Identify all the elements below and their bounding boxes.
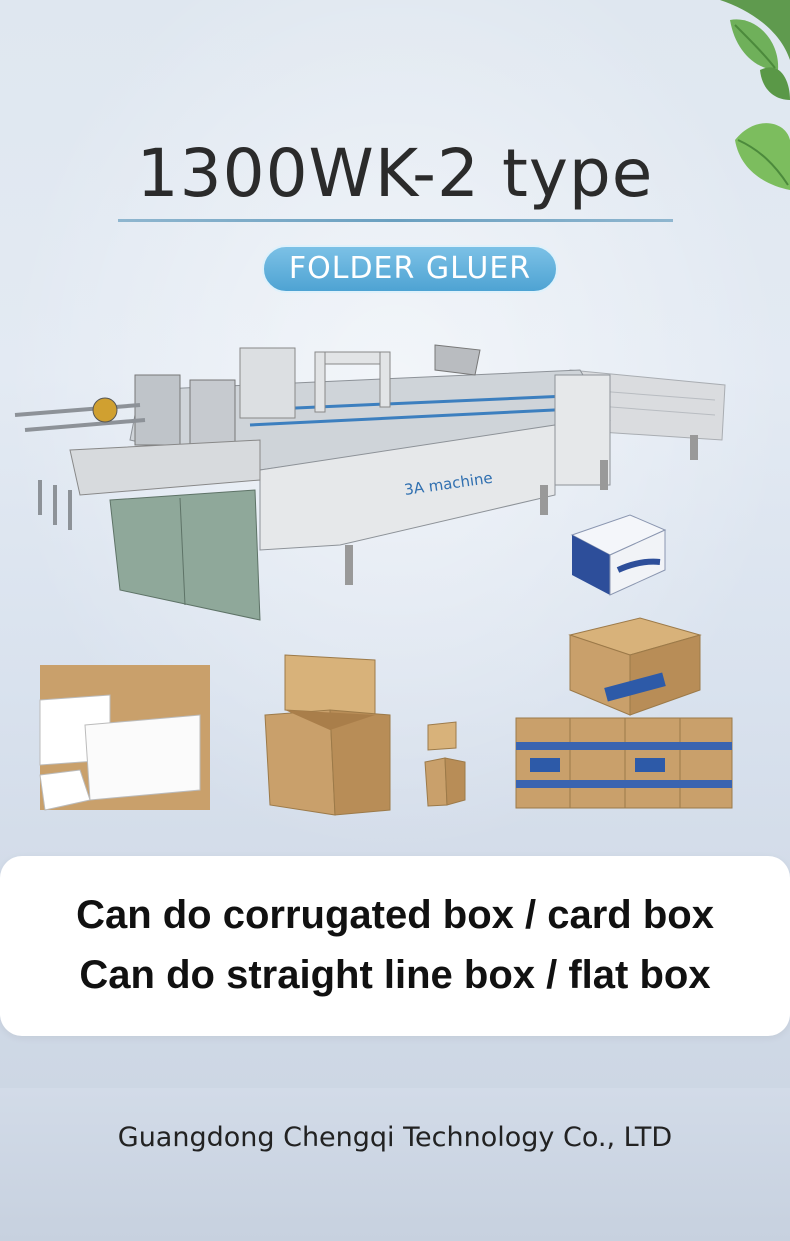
folder-gluer-machine-image: 3A machine xyxy=(14,344,726,621)
product-category-badge: FOLDER GLUER xyxy=(262,245,558,293)
title-underline xyxy=(118,219,673,222)
sample-boxes-image xyxy=(39,514,733,816)
leaf-decoration-icon xyxy=(720,0,790,190)
footer-band xyxy=(0,1088,790,1241)
company-name: Guangdong Chengqi Technology Co., LTD xyxy=(117,1122,673,1153)
page-title: 1300WK-2 type xyxy=(136,135,654,212)
capability-line-1: Can do corrugated box / card box xyxy=(76,893,714,937)
capability-line-2: Can do straight line box / flat box xyxy=(79,953,711,997)
capabilities-banner xyxy=(0,856,790,1036)
